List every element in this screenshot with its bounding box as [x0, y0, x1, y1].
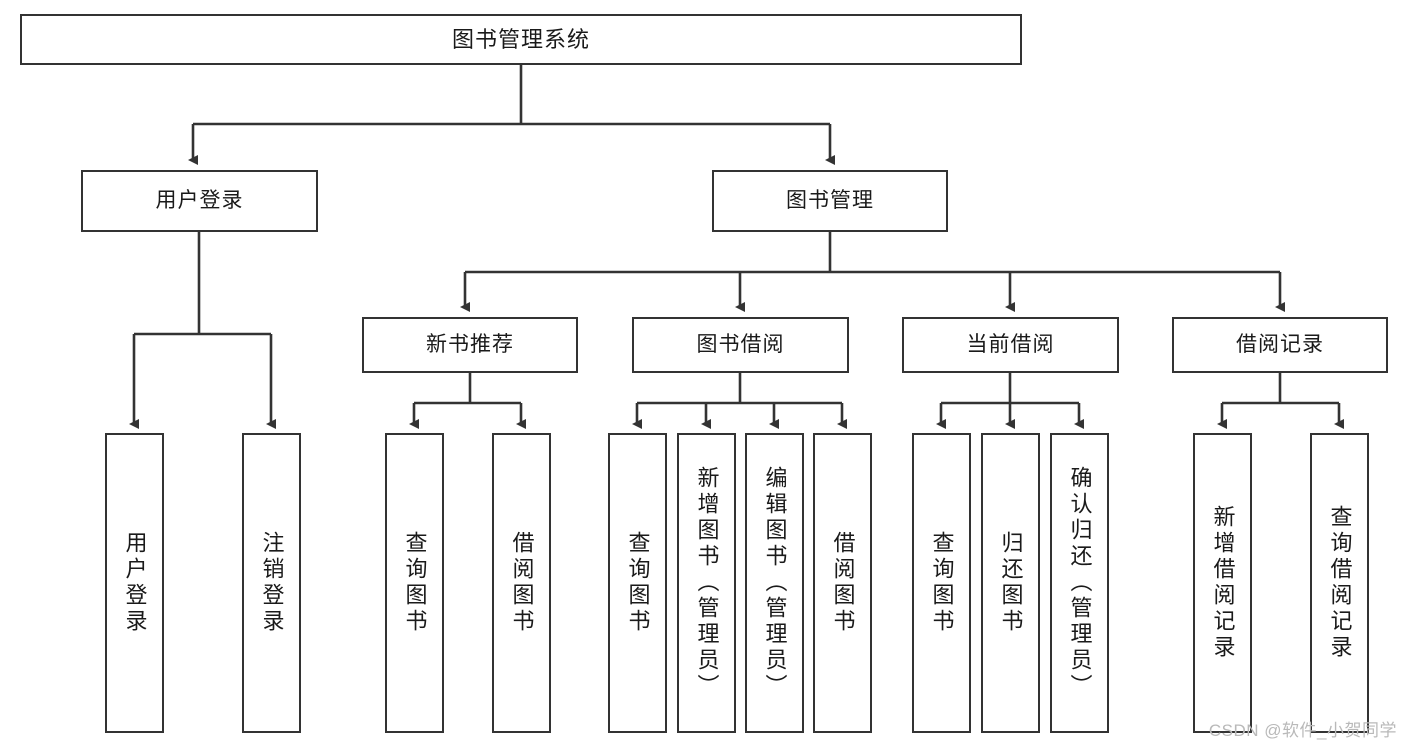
node-user-login[interactable]: 用户登录: [81, 170, 318, 232]
node-label: 当前借阅: [966, 332, 1055, 356]
node-book-manage[interactable]: 图书管理: [712, 170, 948, 232]
node-label: 借阅记录: [1236, 332, 1324, 356]
leaf-query-book-recommend[interactable]: 查询图书: [385, 433, 444, 733]
node-label: 借阅图书: [830, 531, 856, 635]
node-label: 确认归还（管理员）: [1067, 466, 1093, 700]
node-label: 新增图书（管理员）: [694, 466, 720, 700]
leaf-query-book-borrow[interactable]: 查询图书: [608, 433, 667, 733]
leaf-user-login[interactable]: 用户登录: [105, 433, 164, 733]
leaf-confirm-return[interactable]: 确认归还（管理员）: [1050, 433, 1109, 733]
node-label: 查询图书: [929, 531, 955, 635]
node-borrow-record[interactable]: 借阅记录: [1172, 317, 1388, 373]
leaf-borrow-book-recommend[interactable]: 借阅图书: [492, 433, 551, 733]
leaf-query-book-current[interactable]: 查询图书: [912, 433, 971, 733]
node-label: 编辑图书（管理员）: [762, 466, 788, 700]
node-label: 用户登录: [155, 188, 244, 212]
node-label: 图书管理: [786, 188, 874, 212]
node-label: 图书管理系统: [451, 26, 590, 52]
node-label: 新增借阅记录: [1210, 505, 1236, 661]
node-label: 归还图书: [998, 531, 1024, 635]
leaf-add-book[interactable]: 新增图书（管理员）: [677, 433, 736, 733]
leaf-borrow-book[interactable]: 借阅图书: [813, 433, 872, 733]
leaf-query-borrow-record[interactable]: 查询借阅记录: [1310, 433, 1369, 733]
node-label: 图书借阅: [696, 332, 785, 356]
leaf-logout-login[interactable]: 注销登录: [242, 433, 301, 733]
node-label: 查询图书: [402, 531, 428, 635]
node-label: 用户登录: [122, 531, 148, 635]
node-book-borrow[interactable]: 图书借阅: [632, 317, 849, 373]
node-label: 新书推荐: [426, 332, 514, 356]
leaf-edit-book[interactable]: 编辑图书（管理员）: [745, 433, 804, 733]
node-new-book-recommend[interactable]: 新书推荐: [362, 317, 578, 373]
node-root-system[interactable]: 图书管理系统: [20, 14, 1022, 65]
leaf-return-book[interactable]: 归还图书: [981, 433, 1040, 733]
node-label: 查询图书: [625, 531, 651, 635]
csdn-watermark: CSDN @软件_小贺同学: [1208, 721, 1397, 740]
leaf-add-borrow-record[interactable]: 新增借阅记录: [1193, 433, 1252, 733]
node-current-borrow[interactable]: 当前借阅: [902, 317, 1119, 373]
node-label: 查询借阅记录: [1327, 505, 1353, 661]
node-label: 注销登录: [259, 531, 285, 635]
node-label: 借阅图书: [509, 531, 535, 635]
